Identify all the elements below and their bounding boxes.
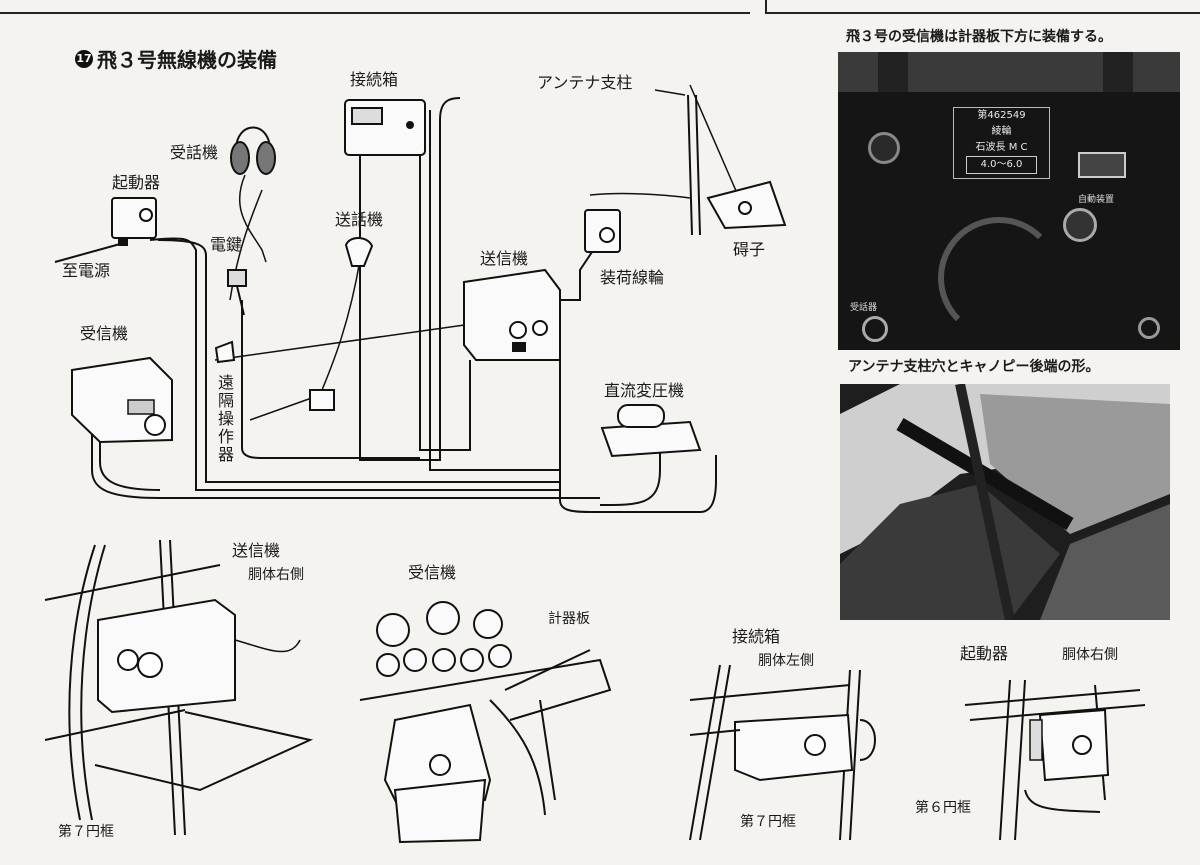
label-junction-box: 接続箱 <box>350 70 399 89</box>
detail-junction-sub: 胴体左側 <box>758 653 814 669</box>
label-key: 電鍵 <box>210 235 243 254</box>
detail-junction-drawing <box>689 664 876 841</box>
detail-transmitter-frame: 第７円框 <box>58 824 114 840</box>
detail-starter-sub: 胴体右側 <box>1062 647 1118 663</box>
photo-bottom-caption: アンテナ支柱穴とキャノピー後端の形。 <box>848 359 1100 375</box>
detail-starter-title: 起動器 <box>960 644 1009 663</box>
receiver-drawing <box>71 356 173 444</box>
antenna-mast-drawing <box>654 84 787 236</box>
label-to-power: 至電源 <box>62 261 111 280</box>
section-title: 17 飛３号無線機の装備 <box>75 44 277 73</box>
phone-jack <box>862 316 888 342</box>
detail-transmitter-sub: 胴体右側 <box>248 567 304 583</box>
loading-coil-drawing <box>584 209 621 253</box>
telegraph-key-drawing <box>227 269 247 316</box>
detail-receiver-drawing <box>359 601 612 844</box>
receiver-knob-right <box>1138 317 1160 339</box>
label-dc-converter: 直流変圧機 <box>604 381 685 400</box>
receiver-knob-left <box>868 132 900 164</box>
label-starter: 起動器 <box>112 173 161 192</box>
plate-line-1: 第462549 <box>977 110 1026 121</box>
dial-window <box>1078 152 1126 178</box>
cable-bundle <box>91 97 717 513</box>
detail-starter-drawing <box>964 679 1146 841</box>
label-receiver: 受信機 <box>80 324 129 343</box>
receiver-knob-main <box>1063 208 1097 242</box>
canopy-photo <box>840 384 1170 620</box>
tuning-arc <box>938 217 1060 339</box>
junction-box-drawing <box>344 99 426 156</box>
remote-control-drawing <box>214 340 335 411</box>
plate-line-3: 石波長 M C <box>975 142 1028 153</box>
receiver-nameplate: 第462549 綾輪 石波長 M C 4.0～6.0 <box>953 107 1050 179</box>
label-antenna-mast: アンテナ支柱 <box>537 73 633 92</box>
detail-starter-frame: 第６円框 <box>915 800 971 816</box>
label-microphone: 送話機 <box>335 210 384 229</box>
top-border-right <box>765 0 1200 14</box>
detail-transmitter-title: 送信機 <box>232 541 281 560</box>
detail-receiver-title: 受信機 <box>408 563 457 582</box>
label-transmitter: 送信機 <box>480 249 529 268</box>
photo-top-caption: 飛３号の受信機は計器板下方に装備する。 <box>846 29 1112 45</box>
plate-line-4: 4.0～6.0 <box>966 156 1037 174</box>
headphones-drawing <box>230 126 276 263</box>
label-headphones: 受話機 <box>170 143 219 162</box>
page-title: 飛３号無線機の装備 <box>97 48 277 72</box>
detail-transmitter-drawing <box>44 539 314 836</box>
label-insulator: 碍子 <box>733 240 766 259</box>
starter-unit <box>54 197 157 263</box>
detail-junction-frame: 第７円框 <box>740 814 796 830</box>
transmitter-drawing <box>463 268 561 361</box>
receiver-photo: 第462549 綾輪 石波長 M C 4.0～6.0 自動装置 受話器 <box>838 52 1180 350</box>
auto-device-label: 自動装置 <box>1078 195 1115 205</box>
detail-junction-title: 接続箱 <box>732 627 781 646</box>
dc-converter-drawing <box>600 404 702 458</box>
label-loading-coil: 装荷線輪 <box>600 268 665 287</box>
microphone-drawing <box>344 237 374 267</box>
section-number-badge: 17 <box>75 49 93 68</box>
label-remote-control: 遠隔操作器 <box>215 374 234 464</box>
plate-line-2: 綾輪 <box>991 126 1012 137</box>
detail-receiver-panel: 計器板 <box>548 611 590 627</box>
top-border-left <box>0 0 750 14</box>
phone-jack-label: 受話器 <box>850 303 878 313</box>
canopy-photo-shapes <box>840 384 1170 620</box>
